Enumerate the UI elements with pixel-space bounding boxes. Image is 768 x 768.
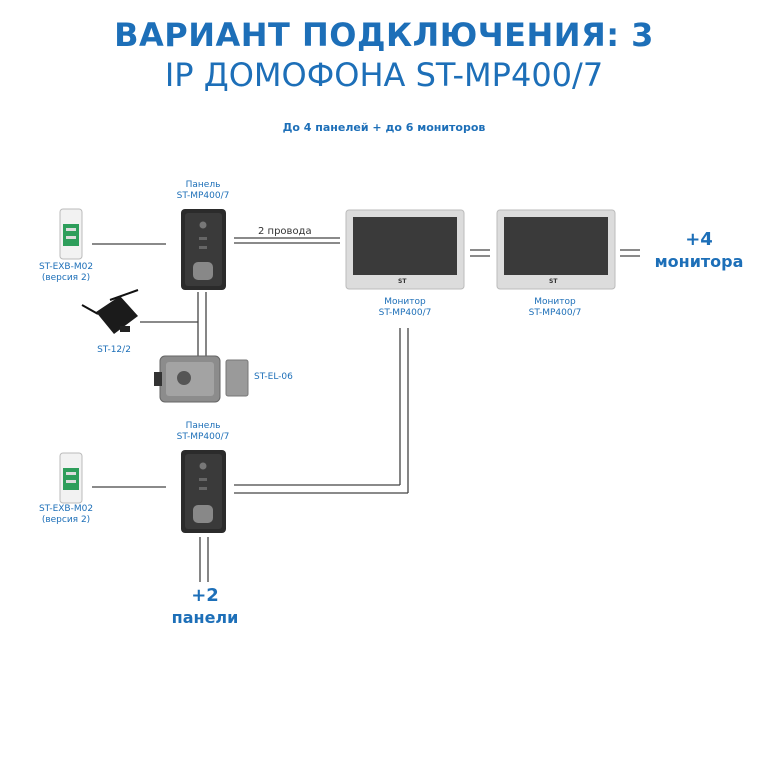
subtitle: До 4 панелей + до 6 мониторов: [282, 121, 486, 134]
power-supply-label: ST-12/2: [97, 345, 131, 355]
monitor-2-label: Монитор ST-MP400/7: [528, 297, 582, 318]
extra-monitors: +4 монитора: [654, 229, 744, 271]
monitor-1-brand: ST: [398, 278, 407, 285]
title-line-1: ВАРИАНТ ПОДКЛЮЧЕНИЯ: 3: [114, 16, 654, 54]
lock-label: ST-EL-06: [254, 372, 293, 382]
wire-label: 2 провода: [258, 226, 312, 237]
title-line-2: IP ДОМОФОНА ST-MP400/7: [164, 56, 604, 94]
panel-bottom-label: Панель ST-MP400/7: [176, 421, 230, 442]
panel-top: [181, 209, 226, 290]
monitor-2-brand: ST: [549, 278, 558, 285]
power-supply: [81, 289, 139, 334]
monitor-1: [345, 209, 465, 290]
exit-button-bottom-label: ST-EXB-M02 (версия 2): [38, 504, 94, 525]
exit-button-top-label: ST-EXB-M02 (версия 2): [38, 262, 94, 283]
extra-panels: +2 панели: [171, 585, 239, 627]
monitor-1-label: Монитор ST-MP400/7: [378, 297, 432, 318]
exit-button-top: [59, 208, 83, 260]
monitor-2: [496, 209, 616, 290]
wires: [92, 237, 640, 582]
panel-bottom: [181, 450, 226, 533]
exit-button-bottom: [59, 452, 83, 504]
lock: [154, 355, 249, 403]
panel-top-label: Панель ST-MP400/7: [176, 180, 230, 201]
